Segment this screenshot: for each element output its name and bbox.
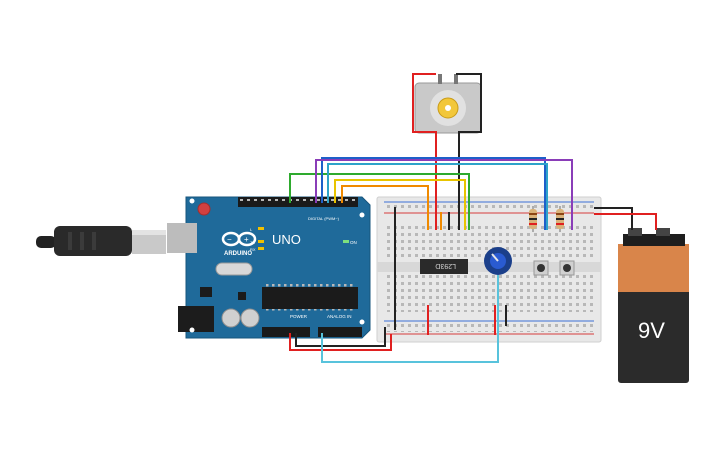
wire-purple (315, 159, 573, 230)
svg-text:−: − (227, 235, 232, 244)
wire-blue (321, 157, 546, 230)
wire-battery-black (594, 207, 633, 230)
arduino-logo: − + (221, 231, 257, 247)
analog-header (318, 327, 362, 337)
push-buttons (533, 260, 575, 276)
potentiometer (484, 247, 512, 275)
chip-label: L293D (435, 262, 456, 269)
resistors (529, 206, 564, 232)
arduino-model-label: UNO (272, 232, 301, 247)
l-label: L (250, 227, 253, 232)
usb-port (167, 223, 197, 253)
wire-gnd-black (295, 327, 386, 347)
wire-analog-cyan (321, 275, 499, 363)
reset-button-icon (197, 202, 211, 216)
battery-9v: 9V (618, 228, 689, 383)
power-label: POWER (290, 314, 308, 319)
arduino-uno-board: − + ARDUINO UNO DIGITAL (PWM~) POWER ANA… (167, 196, 371, 339)
digital-label: DIGITAL (PWM~) (308, 216, 340, 221)
analog-label: ANALOG IN (327, 314, 352, 319)
crystal (215, 262, 253, 276)
on-label: ON (350, 240, 357, 245)
wires (289, 73, 657, 363)
capacitor (240, 308, 260, 328)
capacitor (221, 308, 241, 328)
motor-driver-chip: L293D (420, 259, 468, 274)
power-header (262, 327, 310, 337)
wire-yellow (334, 179, 466, 230)
svg-text:+: + (244, 235, 249, 244)
usb-cable (36, 226, 166, 256)
wire-teal (327, 163, 548, 230)
arduino-brand-label: ARDUINO (224, 251, 252, 257)
rx-label: RX (250, 247, 256, 252)
tx-label: TX (250, 240, 255, 245)
power-jack (178, 306, 214, 332)
dc-motor (414, 74, 482, 134)
atmega-chip (262, 287, 358, 309)
battery-label: 9V (638, 318, 665, 343)
wire-green (289, 173, 470, 230)
wire-orange (341, 185, 429, 230)
wire-5v-red (289, 333, 392, 351)
wire-battery-red (594, 213, 657, 230)
